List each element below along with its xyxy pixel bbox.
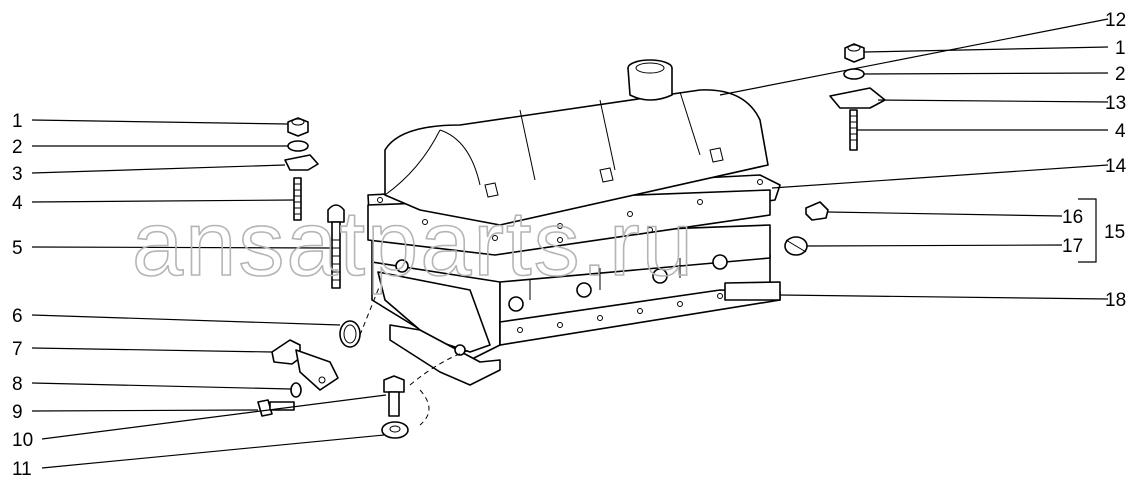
callout-17: 17 xyxy=(1062,236,1083,257)
callout-14: 14 xyxy=(1105,156,1127,177)
stud-4-right xyxy=(849,109,858,151)
bolt-10 xyxy=(383,375,405,417)
callout-4-left: 4 xyxy=(12,193,23,214)
callouts-left: 1 2 3 4 5 6 7 8 9 10 11 xyxy=(12,111,33,480)
washer-8 xyxy=(290,382,302,398)
callout-9: 9 xyxy=(12,402,23,423)
callout-11: 11 xyxy=(12,459,32,480)
callout-2-right: 2 xyxy=(1115,64,1126,85)
bolt-5 xyxy=(327,204,345,289)
callout-18: 18 xyxy=(1105,290,1126,311)
nut-1-right xyxy=(844,43,865,63)
oring-6 xyxy=(339,320,361,348)
callout-4-right: 4 xyxy=(1115,121,1126,142)
callout-5: 5 xyxy=(12,238,23,259)
stud-4-left xyxy=(293,177,302,221)
callout-2-left: 2 xyxy=(12,137,23,158)
callout-3: 3 xyxy=(12,164,23,185)
callout-7: 7 xyxy=(12,339,23,360)
callout-15: 15 xyxy=(1104,222,1125,243)
washer-2-left xyxy=(287,140,309,152)
callout-8: 8 xyxy=(12,374,23,395)
watermark-text: ansatparts.ru xyxy=(132,193,695,295)
plug-17 xyxy=(784,236,808,256)
callout-16: 16 xyxy=(1062,207,1083,228)
cylinder-head-assembly xyxy=(367,59,781,386)
plate-3 xyxy=(284,154,319,171)
callouts-right: 12 1 2 13 4 14 16 17 15 18 xyxy=(1062,10,1127,311)
callout-1-left: 1 xyxy=(12,111,23,132)
callout-10: 10 xyxy=(12,430,33,451)
callout-13: 13 xyxy=(1105,93,1126,114)
callout-6: 6 xyxy=(12,306,23,327)
callout-1-right: 1 xyxy=(1115,38,1126,59)
washer-11 xyxy=(381,421,409,439)
gasket-tab xyxy=(724,281,781,301)
nut-1-left xyxy=(287,117,309,137)
sensor-7 xyxy=(271,339,339,391)
plug-16 xyxy=(805,201,829,221)
bracket-13 xyxy=(829,87,886,109)
callout-12: 12 xyxy=(1105,10,1126,31)
screw-9 xyxy=(257,399,295,417)
leader-lines xyxy=(31,18,1109,469)
